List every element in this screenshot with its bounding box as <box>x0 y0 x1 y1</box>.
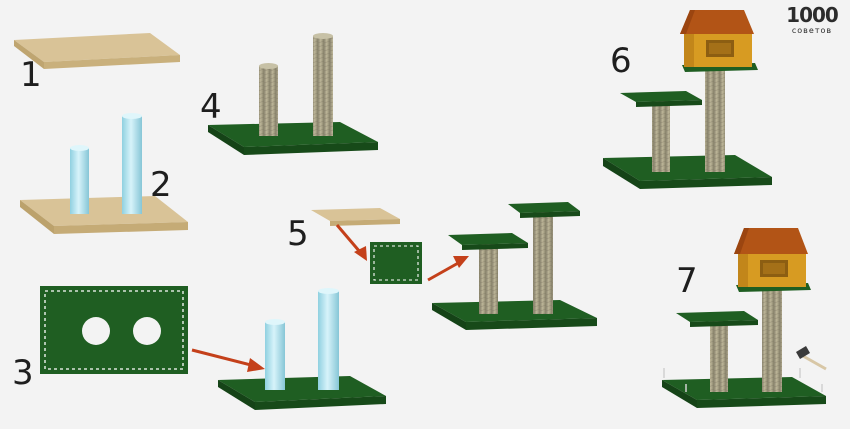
step1-label: 1 <box>20 55 42 95</box>
step4-label: 4 <box>200 87 222 127</box>
step3-label: 3 <box>12 353 34 393</box>
step4-base-with-rope-posts <box>208 33 378 155</box>
step7-label: 7 <box>676 261 698 301</box>
step6-label: 6 <box>610 41 632 81</box>
step3-base-covered <box>218 288 386 410</box>
screw-icons <box>663 368 823 392</box>
step5-label: 5 <box>287 214 309 254</box>
step2-board-with-pipes <box>20 113 188 234</box>
step3-felt-sheet <box>40 286 188 374</box>
arrow-felt-to-base <box>191 348 265 372</box>
step2-label: 2 <box>150 165 172 205</box>
step7-cat-tree <box>662 228 827 408</box>
step5-small-plywood <box>311 208 400 226</box>
step5-felt-square <box>370 242 422 284</box>
felt-hole-right <box>133 317 161 345</box>
pipe-short <box>70 145 89 214</box>
arrow-felt-to-assembly <box>427 256 469 282</box>
hammer-icon <box>796 346 827 371</box>
arrow-board-to-felt <box>335 224 367 261</box>
logo-number: 1000 <box>786 3 839 27</box>
step1-plywood-board <box>14 33 180 69</box>
pipe-tall <box>122 113 142 214</box>
step7-house <box>734 228 811 292</box>
brand-logo: 1000 советов <box>778 4 846 38</box>
step5-assembly <box>432 202 597 330</box>
step6-cat-tree <box>603 10 772 189</box>
felt-hole-left <box>82 317 110 345</box>
step6-house <box>680 10 758 72</box>
logo-subtitle: советов <box>791 26 833 35</box>
